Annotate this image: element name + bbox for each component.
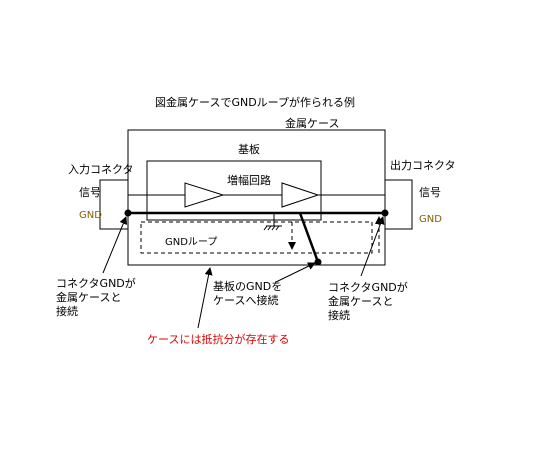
note-mid-line2: ケースへ接続 <box>213 293 278 307</box>
note-right-line2: 金属ケースと <box>328 294 393 308</box>
input-connector-body <box>99 179 129 230</box>
output-connector-body <box>384 179 413 230</box>
case-ground-node <box>314 258 322 266</box>
ground-node-left <box>124 209 132 217</box>
note-right-line3: 接続 <box>328 308 350 322</box>
diagram-title: 図金属ケースでGNDループが作られる例 <box>155 95 355 109</box>
note-left-line1: コネクタGNDが <box>56 276 136 290</box>
output-signal-label: 信号 <box>419 186 441 199</box>
input-connector-label: 入力コネクタ <box>68 163 134 176</box>
gnd-loop-dashed-path <box>140 221 373 254</box>
leader-left <box>102 216 128 274</box>
output-gnd-label: GND <box>419 214 442 225</box>
board-ground-symbol <box>263 225 282 231</box>
note-left-line2: 金属ケースと <box>56 290 121 304</box>
gnd-loop-label: GNDループ <box>165 236 217 248</box>
amplifier-triangle-1 <box>184 182 225 208</box>
metal-case-label: 金属ケース <box>285 116 339 130</box>
output-connector-label: 出力コネクタ <box>390 158 456 172</box>
note-left-line3: 接続 <box>56 304 78 318</box>
leader-mid <box>275 262 316 283</box>
amplifier-label: 増幅回路 <box>227 174 271 187</box>
leader-resistance <box>197 267 213 329</box>
input-signal-label: 信号 <box>79 186 101 199</box>
board-outline <box>146 160 322 221</box>
board-gnd-to-case-wire <box>298 212 320 263</box>
note-mid-line1: 基板のGNDを <box>213 279 282 293</box>
leader-right <box>360 216 385 277</box>
ground-node-right <box>381 209 389 217</box>
input-gnd-label: GND <box>79 210 102 221</box>
resistance-note: ケースには抵抗分が存在する <box>147 332 289 346</box>
board-label: 基板 <box>238 142 260 156</box>
note-right-line1: コネクタGNDが <box>328 280 408 294</box>
amplifier-triangle-2 <box>281 182 320 208</box>
